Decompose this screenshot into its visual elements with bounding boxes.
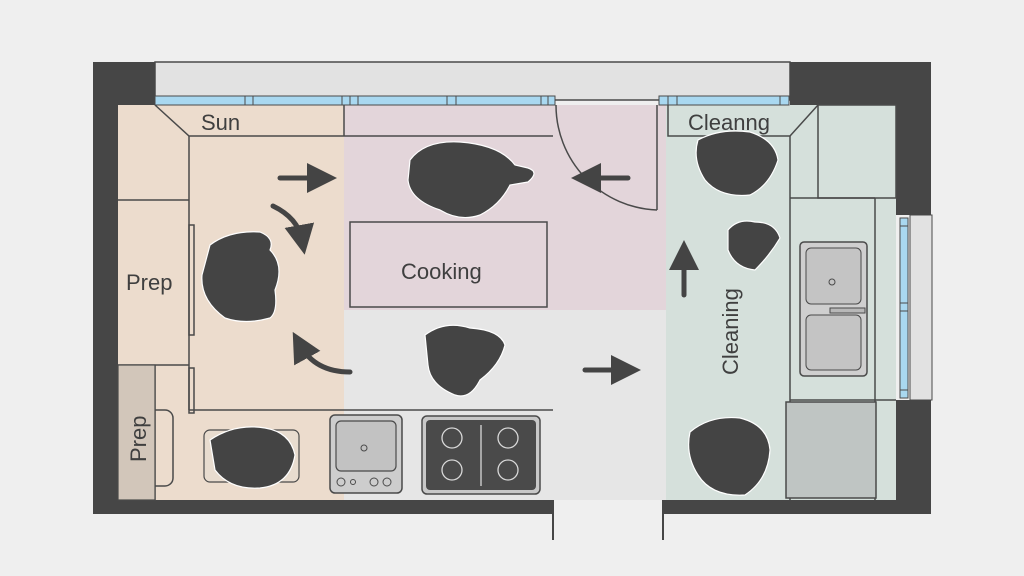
cooktop (421, 415, 541, 495)
right-window (899, 217, 909, 399)
label-prep-pantry: Prep (126, 416, 151, 462)
label-cleanng: Cleanng (688, 110, 770, 135)
pantry-cabinet (117, 364, 156, 501)
person-center (424, 324, 506, 397)
people (201, 130, 781, 496)
person-cleaning-mid (727, 220, 781, 271)
prep-curve-down-arrow (270, 203, 315, 255)
cooking-island (349, 221, 548, 308)
exterior-corridor (154, 61, 791, 101)
label-cleaning: Cleaning (718, 288, 743, 375)
dishwasher (785, 401, 877, 499)
prep-curve-up-arrow (292, 331, 353, 375)
label-cooking: Cooking (401, 259, 482, 284)
person-cleaning-bottom (688, 416, 771, 496)
label-sun: Sun (201, 110, 240, 135)
person-cooking-top (407, 141, 535, 219)
person-prep (201, 231, 280, 323)
double-sink (799, 241, 868, 377)
exterior-side (909, 214, 933, 401)
flow-arrows (270, 163, 699, 385)
top-windows (154, 95, 790, 106)
person-prep-bottom (209, 426, 296, 489)
small-range (329, 414, 403, 494)
label-prep-left: Prep (126, 270, 172, 295)
walls (93, 62, 931, 514)
person-cleaning-top (695, 130, 779, 197)
